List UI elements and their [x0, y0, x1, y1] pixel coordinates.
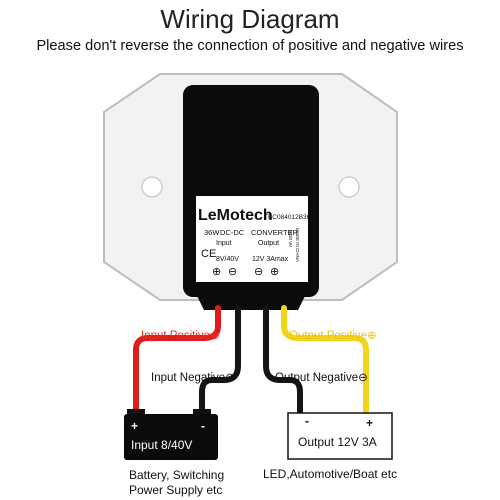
battery-label: Input 8/40V [131, 438, 192, 452]
converter-type: DC-DC [220, 228, 245, 237]
input-negative-label: Input Negative⊖ [151, 372, 235, 384]
brand-name: LeMotech [198, 207, 273, 224]
load-plus: + [366, 416, 373, 430]
battery-minus: - [201, 419, 205, 433]
terminal-symbol-4: ⊕ [270, 266, 279, 278]
load-label: Output 12V 3A [298, 435, 377, 449]
battery-body [124, 414, 218, 460]
red-wire [133, 305, 221, 415]
power-rating: 36W [204, 228, 220, 237]
input-header: Input [216, 240, 232, 247]
black-wire-output [263, 305, 303, 415]
converter-kind: CONVERTER [251, 228, 299, 237]
yellow-wire [281, 305, 369, 415]
input-positive-label: Input Positive⊕ [141, 330, 220, 342]
source-caption-line1: Battery, Switching [129, 468, 224, 482]
output-negative-label: Output Negative⊖ [275, 372, 368, 384]
converter-body-base [196, 294, 306, 310]
input-range: 8V/40V [216, 256, 239, 263]
source-battery: + - Input 8/40V [124, 409, 218, 460]
converter-label [196, 196, 308, 282]
made-in-text: MADE IN CHINA [295, 228, 300, 262]
terminal-symbol-2: ⊖ [228, 266, 237, 278]
load-box [287, 412, 393, 460]
mounting-hole-left [141, 176, 163, 198]
output-load: - + Output 12V 3A [287, 412, 393, 460]
black-wire-input [199, 305, 241, 415]
source-caption-line2: Power Supply etc [129, 483, 222, 497]
ce-mark: CE [201, 248, 216, 260]
page-subtitle: Please don't reverse the connection of p… [36, 38, 464, 54]
load-caption: LED,Automotive/Boat etc [263, 467, 397, 481]
battery-plus: + [131, 419, 138, 433]
output-rating: 12V 3Amax [252, 256, 289, 263]
load-minus: - [305, 414, 309, 428]
side-code: 2030 V0 [288, 230, 293, 247]
terminal-symbol-1: ⊕ [212, 266, 221, 278]
terminal-symbol-3: ⊖ [254, 266, 263, 278]
battery-terminal-positive [127, 409, 145, 415]
output-header: Output [258, 240, 279, 247]
output-positive-label: Output Positive⊕ [289, 330, 377, 342]
page-title: Wiring Diagram [160, 4, 340, 34]
battery-terminal-negative [193, 409, 211, 415]
model-number: TBC084012B36Z [264, 214, 314, 221]
mounting-hole-right [338, 176, 360, 198]
